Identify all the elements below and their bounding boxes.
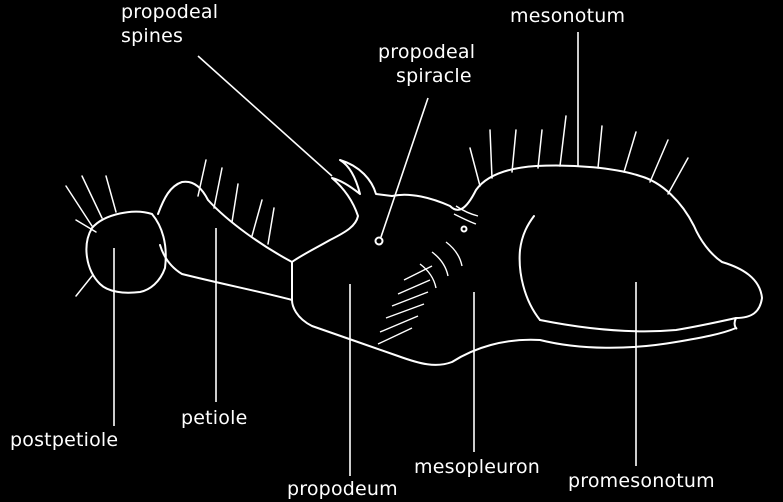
setae [66,116,688,296]
postpetiole-outline [86,212,165,293]
label-petiole: petiole [181,406,247,430]
label-mesonotum: mesonotum [510,4,625,28]
spiracle-shape [376,238,383,245]
pronotal-lower-outline [540,318,736,331]
propodeum-outline [292,160,392,262]
label-propodeal-spines-line2: spines [121,24,183,48]
label-propodeum: propodeum [287,477,398,501]
label-propodeal-spiracle-line2: spiracle [396,64,472,88]
leader-propodeal-spiracle [381,98,428,237]
leader-propodeal-spines [198,56,332,176]
label-propodeal-spiracle-line1: propodeal [378,40,475,64]
petiole-outline [158,182,292,300]
mesopleuron-outline [520,216,540,320]
label-propodeal-spines-line1: propodeal [121,0,218,24]
label-postpetiole: postpetiole [10,428,118,452]
label-mesopleuron: mesopleuron [414,455,540,479]
mesonotal-pore-shape [462,227,467,232]
body-outline [86,160,762,365]
label-promesonotum: promesonotum [568,469,715,493]
dorsal-outline [392,165,762,328]
ventral-outline [292,300,736,365]
